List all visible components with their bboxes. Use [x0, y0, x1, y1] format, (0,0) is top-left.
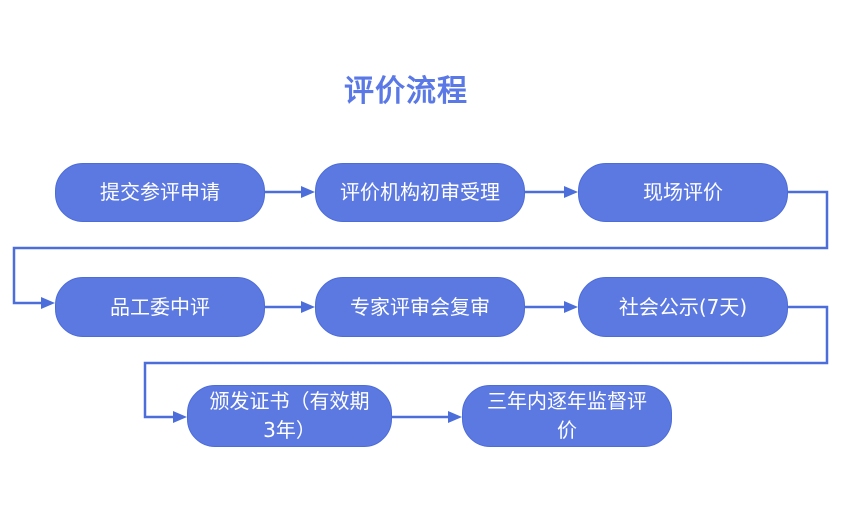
- flow-node-onsite-evaluation: 现场评价: [578, 163, 788, 222]
- flow-node-annual-supervision: 三年内逐年监督评 价: [462, 385, 672, 447]
- node-label: 三年内逐年监督评 价: [487, 389, 647, 442]
- flow-node-committee-mid-evaluation: 品工委中评: [55, 277, 265, 337]
- flow-node-expert-review: 专家评审会复审: [315, 277, 525, 337]
- node-label: 评价机构初审受理: [340, 180, 500, 204]
- node-label: 现场评价: [643, 180, 723, 204]
- flow-node-certificate-issuance: 颁发证书（有效期 3年）: [187, 385, 392, 447]
- node-label: 提交参评申请: [100, 180, 220, 204]
- flow-node-public-announcement: 社会公示(7天): [578, 277, 788, 337]
- node-label: 社会公示(7天): [618, 294, 748, 319]
- node-label: 颁发证书（有效期 3年）: [209, 389, 370, 442]
- flow-node-agency-initial-review: 评价机构初审受理: [315, 163, 525, 222]
- node-label: 品工委中评: [110, 294, 210, 319]
- flow-node-submit-application: 提交参评申请: [55, 163, 265, 222]
- node-label: 专家评审会复审: [350, 294, 490, 319]
- page-title: 评价流程: [344, 74, 468, 109]
